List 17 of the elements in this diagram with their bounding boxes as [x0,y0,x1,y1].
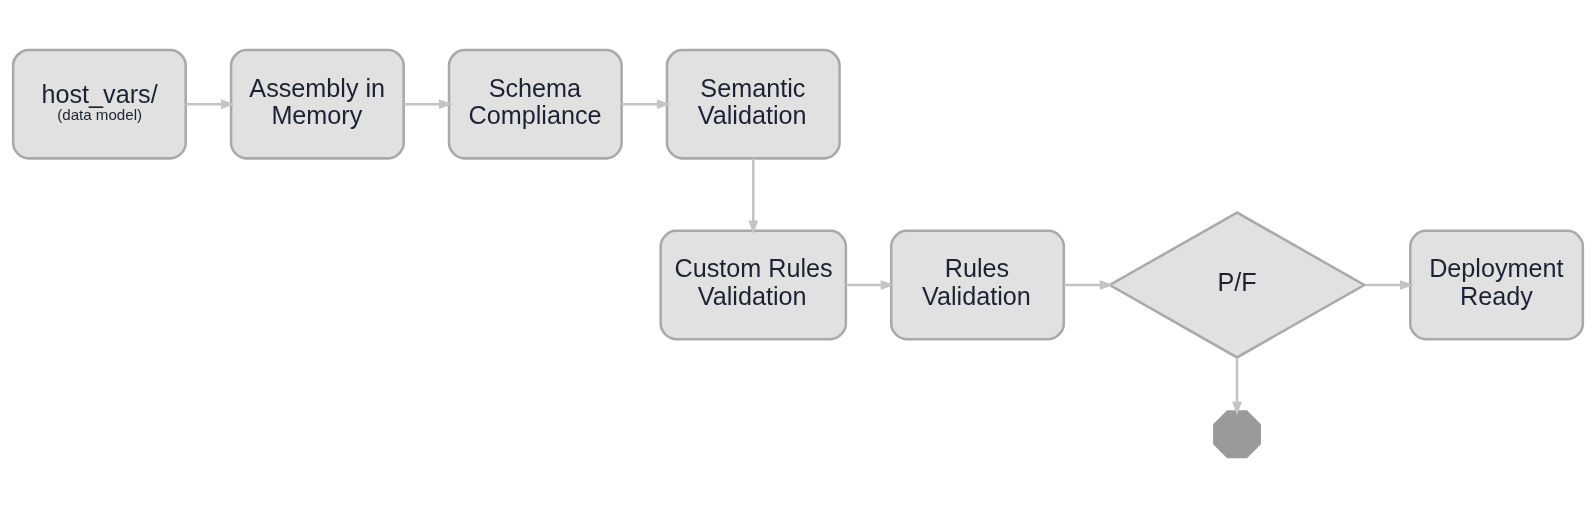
node-box: Rules Validation [889,229,1066,340]
node-diamond: P/F [1107,210,1367,359]
arrow [748,157,759,234]
arrow [403,98,453,109]
arrow [1232,357,1242,415]
node-box: Custom Rules Validation [659,229,848,340]
node-box: host_vars/ (data model) [11,48,187,160]
node-octagon [1213,409,1261,458]
arrow [1364,279,1414,290]
node-box: Schema Compliance [447,48,623,160]
node-box: Assembly in Memory [229,48,405,160]
arrow [621,98,671,109]
node-box: Semantic Validation [665,48,841,160]
arrow [846,279,895,290]
node-box: Deployment Ready [1409,229,1585,340]
arrow [1064,279,1114,290]
arrow [185,98,235,109]
